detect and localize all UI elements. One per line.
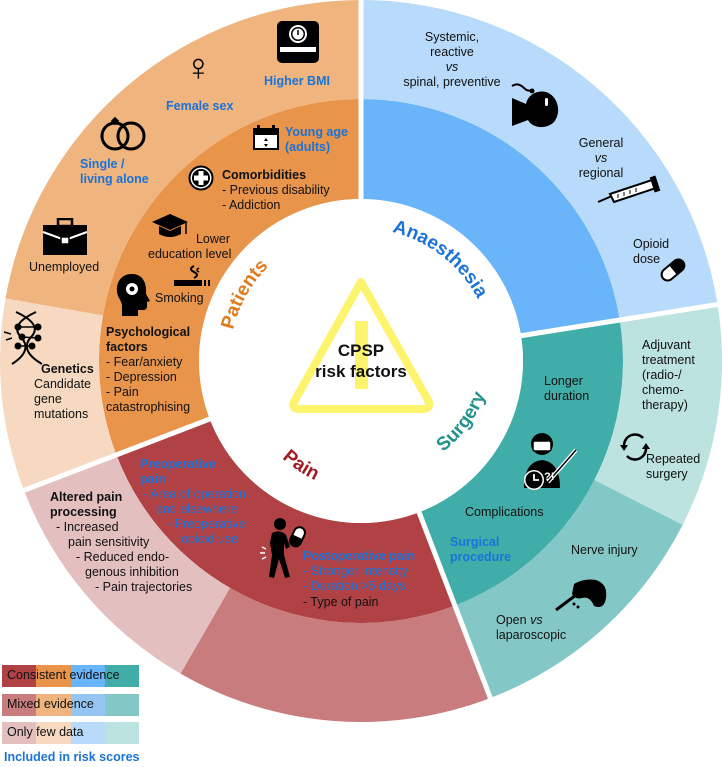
scalpel-hand-icon <box>555 579 607 612</box>
altered-pain-processing-block: Altered pain processing - Increased pain… <box>50 490 193 594</box>
segment-patients-outer-mixed <box>5 0 361 316</box>
smoking-label: Smoking <box>155 291 204 305</box>
segment-surgery-outer-mixed <box>454 479 683 699</box>
genetics-items: Candidate gene mutations <box>34 377 91 421</box>
segment-surgery-outer-few <box>594 304 722 525</box>
pill-capsule-icon <box>660 258 686 282</box>
sector-separator <box>21 416 213 494</box>
center-title-line1: CPSP <box>337 341 385 360</box>
legend-mixed: Mixed evidence <box>2 694 139 716</box>
legend-consistent-label: Consistent evidence <box>7 668 120 682</box>
unemployed-label: Unemployed <box>29 260 100 274</box>
segment-pain-outer-mixed <box>180 587 491 722</box>
genetics-title: Genetics <box>41 362 94 376</box>
psychological-block: Psychological factors - Fear/anxiety - D… <box>106 325 191 414</box>
segment-anaesthesia-inner <box>361 99 620 336</box>
center-title-line2: risk factors <box>315 362 407 381</box>
preoperative-pain-items: - Area of operation and elsewhere - Preo… <box>143 487 246 546</box>
complications-label: Complications <box>465 505 544 519</box>
legend-mixed-label: Mixed evidence <box>7 697 94 711</box>
syringe-icon <box>597 175 661 204</box>
repeat-arrows-icon <box>620 433 650 461</box>
open-vs-laparoscopic-label: Open vs laparoscopic <box>496 613 567 642</box>
briefcase-icon <box>42 218 88 255</box>
graduation-cap-icon <box>152 214 188 237</box>
higher-bmi-label: Higher BMI <box>264 74 330 88</box>
postoperative-pain-items: - Stronger intensity - Duration >5 days <box>303 564 408 593</box>
back-pain-person-icon <box>260 518 306 578</box>
sector-separator <box>518 301 720 339</box>
svg-text:?!: ?! <box>544 471 554 483</box>
anaesthesia-mask-icon <box>511 83 559 128</box>
legend-consistent: Consistent evidence <box>2 665 139 687</box>
legend-few: Only few data <box>2 722 139 744</box>
legend-risk-scores: Included in risk scores <box>4 750 140 764</box>
systemic-vs-spinal-label: Systemic, reactive vs spinal, preventive <box>403 30 501 89</box>
sector-separator <box>416 509 494 701</box>
adjuvant-treatment-label: Adjuvant treatment (radio-/ chemo- thera… <box>642 338 695 412</box>
rings-icon <box>100 116 146 151</box>
segment-pain-inner <box>116 419 455 623</box>
segment-anaesthesia-outer <box>361 0 718 321</box>
warning-triangle-icon <box>289 278 434 413</box>
segment-surgery-inner <box>419 320 623 606</box>
young-age-label: Young age(adults) <box>285 125 348 154</box>
segment-pain-outer-few <box>23 454 231 674</box>
head-gear-icon <box>116 274 150 316</box>
nerve-injury-label: Nerve injury <box>571 543 638 557</box>
single-label: Single /living alone <box>80 157 149 186</box>
center-title: CPSP risk factors <box>300 340 422 382</box>
dna-icon <box>3 311 43 365</box>
surgeon-icon: ?! <box>524 433 578 490</box>
female-symbol-icon: ♀ <box>184 47 213 89</box>
female-sex-label: Female sex <box>166 99 234 113</box>
medical-cross-icon <box>188 165 214 191</box>
postoperative-pain-title: Postoperative pain <box>303 549 415 563</box>
comorbidities-block: Comorbidities - Previous disability - Ad… <box>222 168 330 212</box>
general-vs-regional-label: General vs regional <box>578 136 624 180</box>
type-of-pain-label: - Type of pain <box>303 595 379 609</box>
segment-patients-inner <box>99 99 361 455</box>
cigarette-icon <box>174 265 210 286</box>
calendar-icon <box>253 125 279 150</box>
legend-few-label: Only few data <box>7 725 84 739</box>
weighing-scale-icon <box>277 21 319 63</box>
